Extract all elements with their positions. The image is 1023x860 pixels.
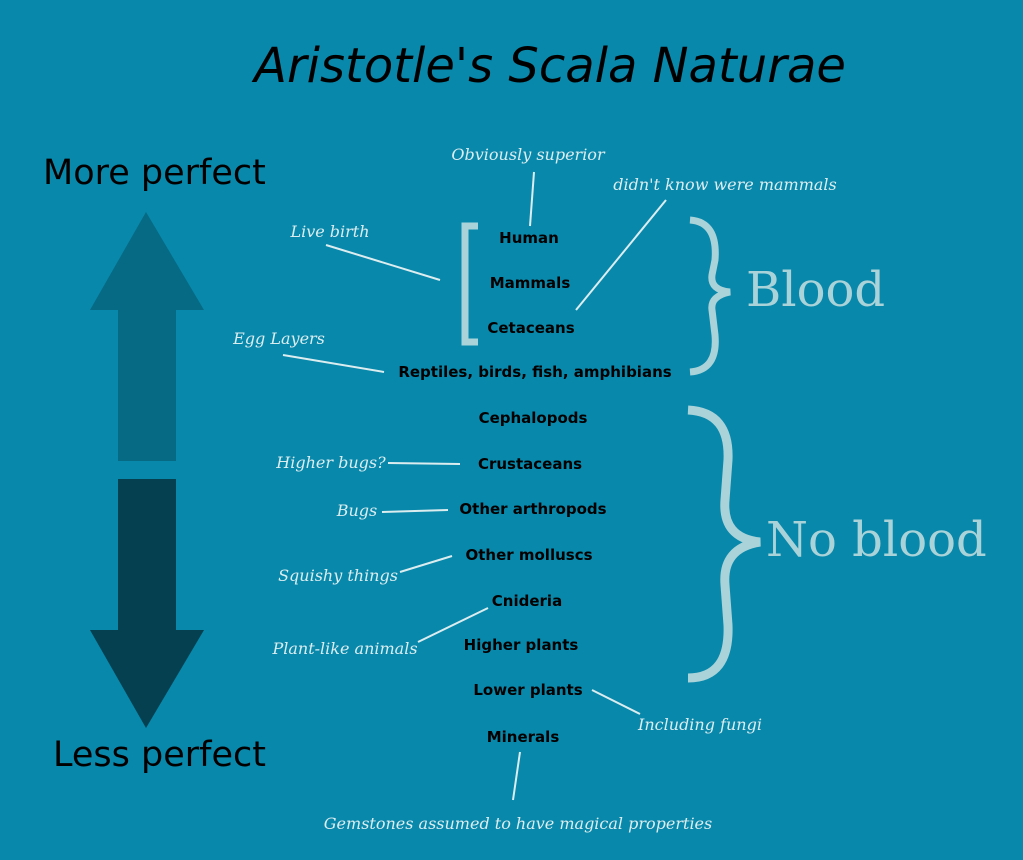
- more-perfect-label: More perfect: [43, 153, 266, 193]
- item-other-arthropods: Other arthropods: [459, 500, 607, 518]
- note-egg-layers: Egg Layers: [233, 329, 325, 348]
- item-other-molluscs: Other molluscs: [465, 546, 593, 564]
- item-crustaceans: Crustaceans: [477, 455, 583, 473]
- note-gemstones: Gemstones assumed to have magical proper…: [323, 814, 713, 833]
- mammal-bracket: [461, 222, 478, 346]
- item-human: Human: [499, 229, 559, 247]
- note-bugs: Bugs: [336, 501, 378, 520]
- note-obviously-superior: Obviously superior: [451, 145, 605, 164]
- up-arrow-icon: [90, 212, 204, 461]
- less-perfect-label: Less perfect: [53, 735, 266, 775]
- group-blood-label: Blood: [746, 262, 886, 318]
- no-blood-brace: [687, 405, 761, 683]
- item-higher-plants: Higher plants: [463, 636, 579, 654]
- connector-lines: [282, 171, 667, 801]
- note-live-birth: Live birth: [290, 222, 370, 241]
- item-minerals: Minerals: [486, 728, 560, 746]
- item-mammals: Mammals: [489, 274, 571, 292]
- page-title: Aristotle's Scala Naturae: [254, 38, 846, 94]
- item-cetaceans: Cetaceans: [487, 319, 575, 337]
- blood-brace: [689, 216, 731, 376]
- item-lower-plants: Lower plants: [473, 681, 583, 699]
- note-higher-bugs: Higher bugs?: [276, 453, 386, 472]
- group-no-blood-label: No blood: [766, 512, 987, 568]
- item-cephalopods: Cephalopods: [478, 409, 588, 427]
- note-including-fungi: Including fungi: [638, 715, 762, 734]
- note-squishy-things: Squishy things: [278, 566, 398, 585]
- note-plant-like-animals: Plant-like animals: [272, 639, 418, 658]
- note-didnt-know-mammals: didn't know were mammals: [613, 175, 837, 194]
- item-reptiles: Reptiles, birds, fish, amphibians: [398, 363, 672, 381]
- item-cnideria: Cnideria: [491, 592, 563, 610]
- down-arrow-icon: [90, 479, 204, 728]
